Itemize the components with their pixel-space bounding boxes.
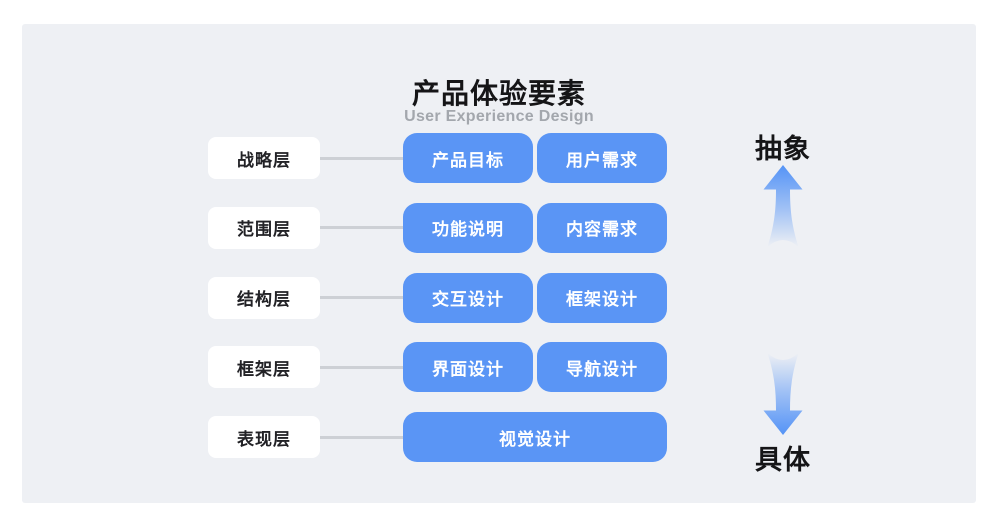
arrow-up-icon xyxy=(763,165,803,247)
element-box: 功能说明 xyxy=(403,202,533,253)
element-box: 内容需求 xyxy=(537,202,667,253)
layer-label-box: 结构层 xyxy=(208,276,320,319)
element-box: 导航设计 xyxy=(537,342,667,393)
element-boxes: 视觉设计 xyxy=(403,412,667,462)
layer-label-box: 战略层 xyxy=(208,137,320,179)
diagram-row: 框架层 界面设计导航设计 xyxy=(208,342,667,393)
page-subtitle: User Experience Design xyxy=(404,108,594,125)
connector-line xyxy=(320,296,403,299)
layer-label: 框架层 xyxy=(237,359,291,379)
connector-line xyxy=(320,226,403,230)
page-title: 产品体验要素 xyxy=(411,78,586,109)
element-box: 交互设计 xyxy=(403,272,533,323)
scale-bottom-label: 具体 xyxy=(755,445,811,475)
layer-label: 范围层 xyxy=(237,220,291,240)
connector-line xyxy=(320,365,403,369)
element-box: 界面设计 xyxy=(403,342,533,393)
element-boxes: 功能说明内容需求 xyxy=(403,202,667,253)
layer-label: 结构层 xyxy=(237,290,291,309)
diagram-row: 结构层 交互设计框架设计 xyxy=(208,272,667,323)
diagram-row: 战略层 产品目标用户需求 xyxy=(208,133,667,183)
abstraction-scale: 抽象 xyxy=(735,24,831,503)
element-boxes: 界面设计导航设计 xyxy=(403,342,667,393)
element-box: 框架设计 xyxy=(537,272,667,323)
connector-line xyxy=(320,156,403,160)
element-boxes: 交互设计框架设计 xyxy=(403,272,667,323)
layer-label-box: 表现层 xyxy=(208,416,320,458)
connector-line xyxy=(320,435,403,439)
scale-top-label: 抽象 xyxy=(755,134,811,164)
element-box: 产品目标 xyxy=(403,133,533,183)
diagram-row: 表现层 视觉设计 xyxy=(208,412,667,462)
layer-label: 表现层 xyxy=(237,429,291,449)
layer-label-box: 框架层 xyxy=(208,346,320,389)
element-boxes: 产品目标用户需求 xyxy=(403,133,667,183)
layer-label-box: 范围层 xyxy=(208,206,320,249)
layer-label: 战略层 xyxy=(237,150,291,170)
layers-diagram: 战略层 产品目标用户需求 范围层 功能说明内容需求 结构层 交互设计框架设计 框… xyxy=(208,133,667,462)
diagram-row: 范围层 功能说明内容需求 xyxy=(208,202,667,253)
diagram-card: 产品体验要素 User Experience Design 战略层 产品目标用户… xyxy=(22,24,976,503)
arrow-down-icon xyxy=(763,353,803,435)
element-box: 用户需求 xyxy=(537,133,667,183)
element-box: 视觉设计 xyxy=(403,412,667,462)
